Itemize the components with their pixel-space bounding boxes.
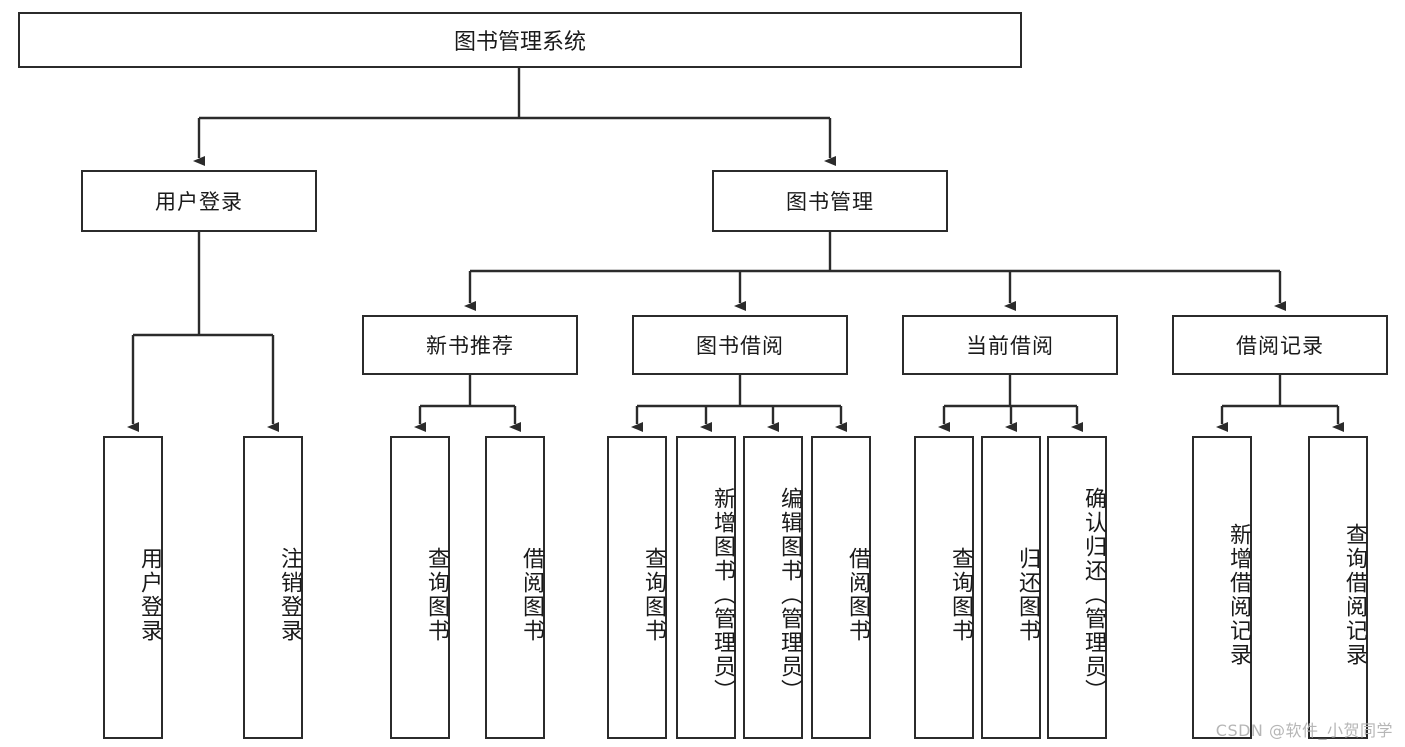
node-book-manage[interactable]: 图书管理 — [712, 170, 948, 232]
watermark: CSDN @软件_小贺同学 — [1215, 721, 1393, 740]
node-leaf-confirm-return-label: 确认归还（管理员） — [1081, 486, 1106, 703]
node-borrow-record-label: 借阅记录 — [1236, 334, 1324, 358]
node-book-borrow[interactable]: 图书借阅 — [632, 315, 848, 375]
node-leaf-user-login-label: 用户登录 — [137, 546, 162, 643]
node-leaf-borrow-book-1[interactable]: 借阅图书 — [485, 436, 545, 739]
node-leaf-query-book-3[interactable]: 查询图书 — [914, 436, 974, 739]
node-leaf-add-book[interactable]: 新增图书（管理员） — [676, 436, 736, 739]
node-leaf-logout[interactable]: 注销登录 — [243, 436, 303, 739]
node-leaf-edit-book[interactable]: 编辑图书（管理员） — [743, 436, 803, 739]
node-leaf-borrow-book-2[interactable]: 借阅图书 — [811, 436, 871, 739]
node-leaf-borrow-book-2-label: 借阅图书 — [845, 546, 870, 643]
node-book-borrow-label: 图书借阅 — [696, 334, 784, 358]
node-leaf-user-login[interactable]: 用户登录 — [103, 436, 163, 739]
node-leaf-query-book-1[interactable]: 查询图书 — [390, 436, 450, 739]
node-user-login-label: 用户登录 — [155, 190, 243, 214]
node-leaf-return-book-label: 归还图书 — [1015, 546, 1040, 643]
node-current-borrow-label: 当前借阅 — [966, 334, 1054, 358]
node-leaf-confirm-return[interactable]: 确认归还（管理员） — [1047, 436, 1107, 739]
node-leaf-borrow-book-1-label: 借阅图书 — [519, 546, 544, 643]
node-leaf-query-book-2[interactable]: 查询图书 — [607, 436, 667, 739]
node-book-manage-label: 图书管理 — [786, 190, 874, 214]
node-leaf-query-record[interactable]: 查询借阅记录 — [1308, 436, 1368, 739]
node-current-borrow[interactable]: 当前借阅 — [902, 315, 1118, 375]
node-user-login[interactable]: 用户登录 — [81, 170, 317, 232]
node-leaf-add-book-label: 新增图书（管理员） — [710, 486, 735, 703]
node-leaf-add-record-label: 新增借阅记录 — [1226, 522, 1251, 667]
node-root[interactable]: 图书管理系统 — [18, 12, 1022, 68]
node-leaf-query-book-3-label: 查询图书 — [948, 546, 973, 643]
node-leaf-query-book-2-label: 查询图书 — [641, 546, 666, 643]
node-new-book-recommend-label: 新书推荐 — [426, 334, 514, 358]
node-leaf-query-book-1-label: 查询图书 — [424, 546, 449, 643]
node-leaf-edit-book-label: 编辑图书（管理员） — [777, 486, 802, 703]
node-leaf-return-book[interactable]: 归还图书 — [981, 436, 1041, 739]
node-leaf-add-record[interactable]: 新增借阅记录 — [1192, 436, 1252, 739]
node-new-book-recommend[interactable]: 新书推荐 — [362, 315, 578, 375]
node-leaf-query-record-label: 查询借阅记录 — [1342, 522, 1367, 667]
node-leaf-logout-label: 注销登录 — [277, 546, 302, 643]
node-root-label: 图书管理系统 — [453, 30, 586, 55]
node-borrow-record[interactable]: 借阅记录 — [1172, 315, 1388, 375]
